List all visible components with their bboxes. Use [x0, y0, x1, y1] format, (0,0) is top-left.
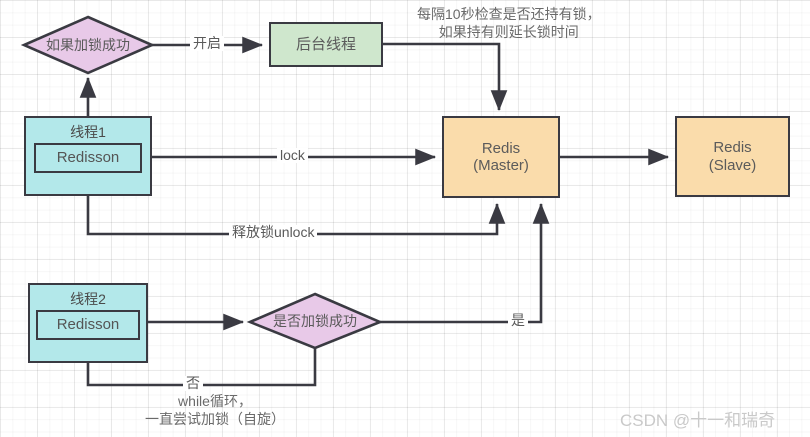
edge-label-lock: lock	[277, 147, 308, 164]
node-redis-slave: Redis (Slave)	[675, 116, 790, 197]
node-redis-master-line1: Redis	[481, 139, 521, 157]
node-redis-slave-line1: Redis	[713, 139, 752, 157]
node-thread1-redisson-label: Redisson	[56, 149, 120, 167]
edge-label-yes: 是	[508, 312, 528, 329]
decision-lock-success-label: 如果加锁成功	[46, 37, 130, 53]
node-thread1-title: 线程1	[70, 124, 106, 140]
note-spin-loop-line2: 一直尝试加锁（自旋）	[145, 411, 285, 428]
node-thread1-redisson: Redisson	[34, 143, 142, 174]
node-thread2: 线程2 Redisson	[28, 283, 148, 363]
watermark: CSDN @十一和瑞奇	[620, 411, 776, 430]
note-spin-loop: while循环， 一直尝试加锁（自旋）	[120, 392, 310, 428]
node-redis-slave-line2: (Slave)	[708, 156, 757, 174]
node-thread1: 线程1 Redisson	[24, 116, 152, 196]
note-watchdog-line2: 如果持有则延长锁时间	[438, 23, 579, 40]
decision-lock-acquired-label: 是否加锁成功	[273, 313, 357, 329]
node-redis-master-line2: (Master)	[473, 157, 529, 174]
node-background-thread: 后台线程	[269, 22, 383, 67]
node-redis-master: Redis (Master)	[442, 116, 560, 198]
edge-yes-to-redis	[380, 202, 550, 324]
node-thread2-redisson-label: Redisson	[56, 316, 120, 334]
edge-label-start: 开启	[190, 35, 224, 52]
node-thread2-redisson: Redisson	[36, 310, 140, 341]
decision-lock-acquired: 是否加锁成功	[250, 294, 380, 348]
note-spin-loop-line1: while循环，	[178, 393, 252, 409]
decision-lock-success: 如果加锁成功	[24, 17, 152, 73]
edge-label-no: 否	[183, 375, 203, 392]
node-thread2-title: 线程2	[70, 291, 106, 307]
note-watchdog: 每隔10秒检查是否还持有锁， 如果持有则延长锁时间	[417, 6, 601, 41]
note-watchdog-line1: 每隔10秒检查是否还持有锁，	[417, 6, 601, 22]
edge-background-thread-to-redis	[383, 42, 508, 112]
edge-label-unlock: 释放锁unlock	[229, 224, 318, 241]
node-background-thread-label: 后台线程	[295, 35, 356, 53]
